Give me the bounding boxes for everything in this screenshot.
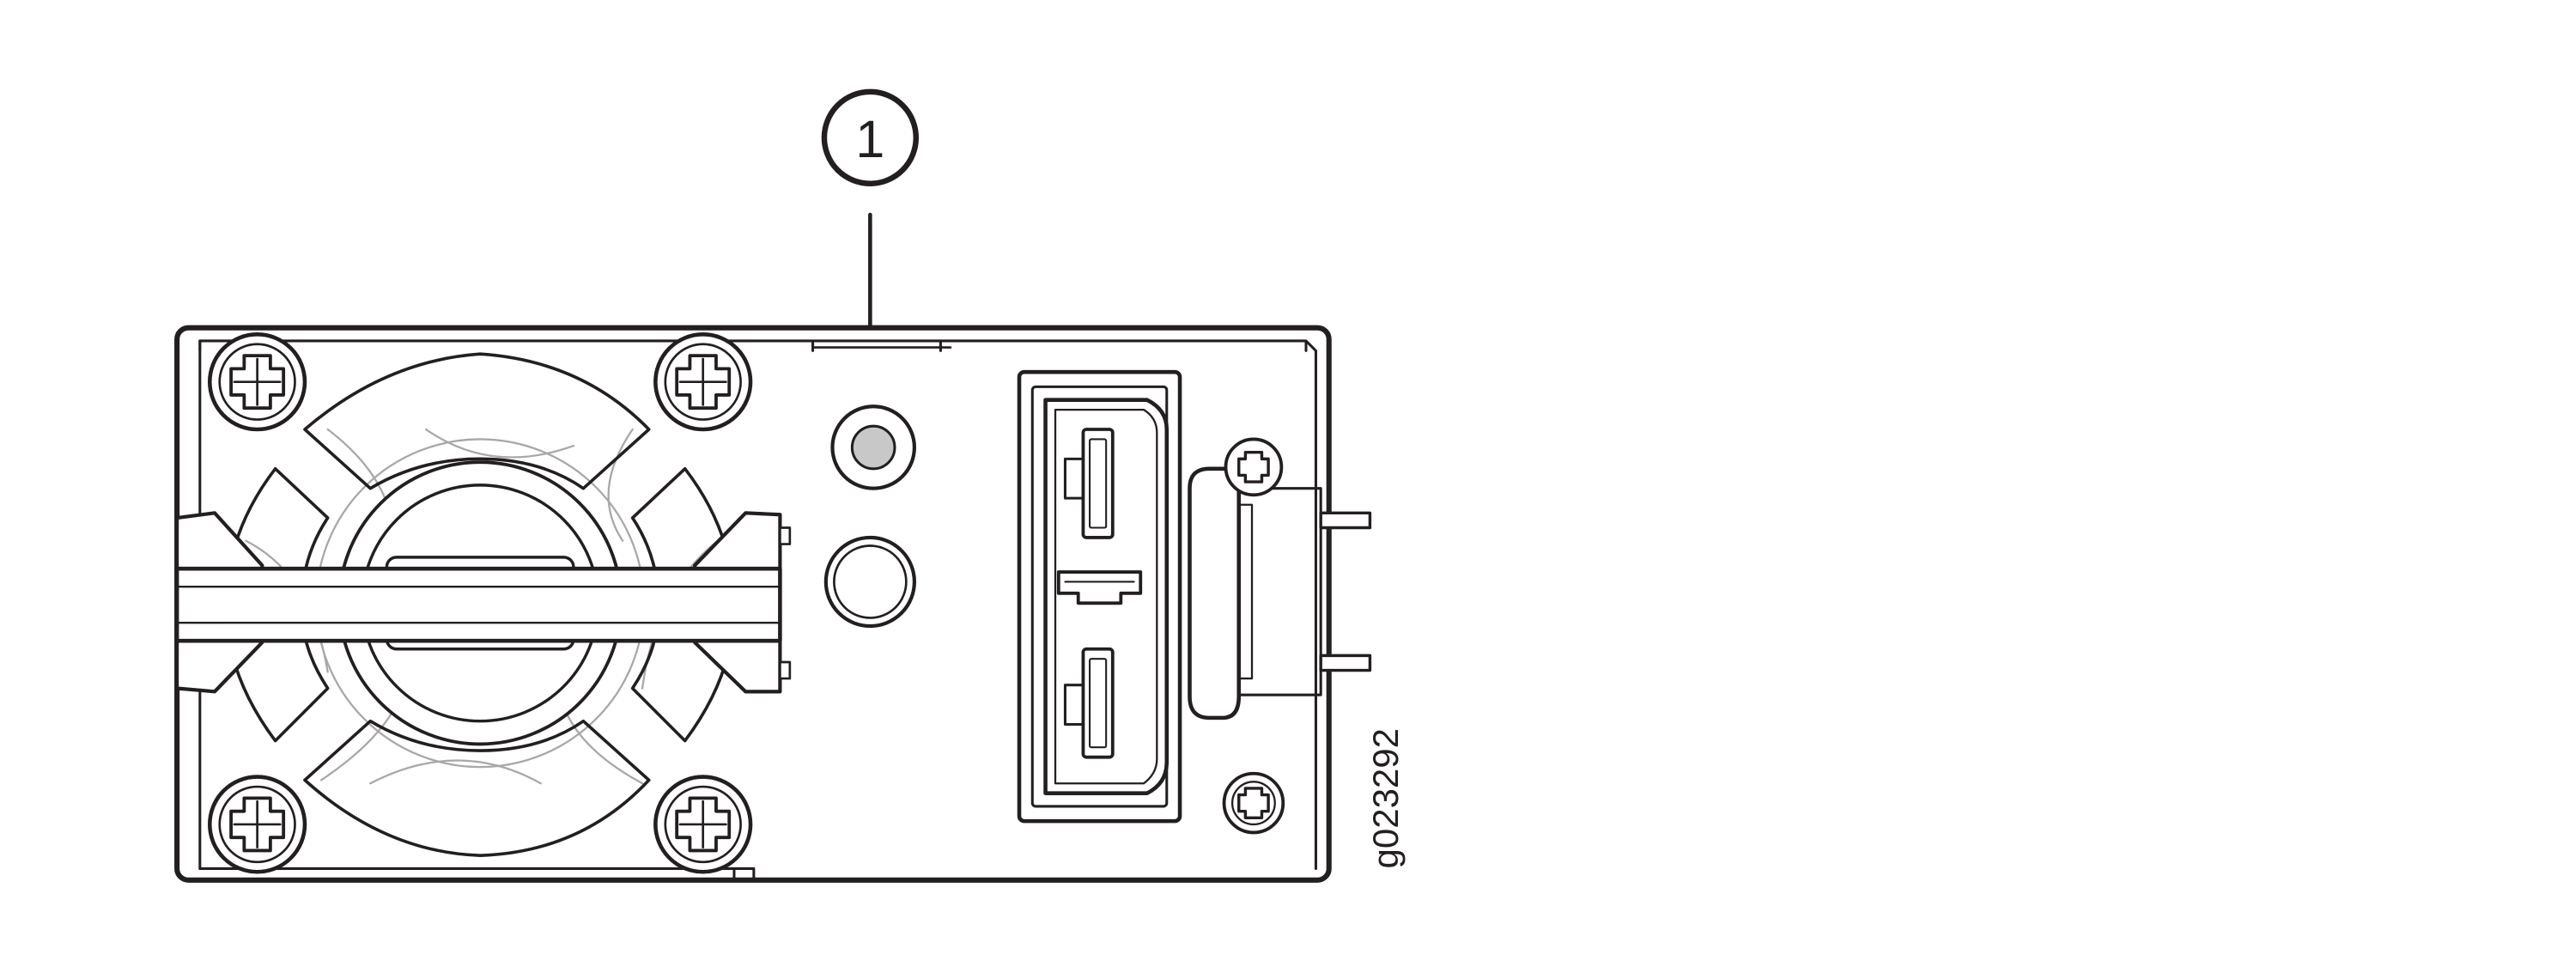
- release-latch[interactable]: [1188, 466, 1372, 721]
- handle-right-stop-bottom: [779, 660, 792, 680]
- latch-face: [1237, 487, 1322, 696]
- latch-pin-top: [1319, 511, 1372, 530]
- inlet-frame-outer: [1017, 369, 1182, 824]
- handle: [174, 511, 792, 694]
- callout-number: 1: [855, 110, 884, 168]
- screw-latch-bottom: [1222, 771, 1285, 835]
- screw-latch-top: [1224, 437, 1284, 497]
- screw-bottom-left: [207, 775, 307, 874]
- figure-id-label: g023292: [1365, 728, 1406, 868]
- callout-circle: [821, 88, 920, 186]
- latch-body[interactable]: [1188, 466, 1242, 721]
- inlet-socket-inner: [1054, 408, 1158, 785]
- fan-guard-outer: [303, 352, 651, 490]
- housing-inner-face: [198, 339, 1317, 870]
- latch-pin-bottom: [1319, 654, 1372, 672]
- screw-bottom-right: [653, 775, 753, 874]
- power-inlet: [1017, 369, 1182, 824]
- secondary-indicator: [823, 535, 916, 629]
- status-led: [830, 404, 916, 490]
- inlet-blade-bottom: [1081, 647, 1115, 759]
- bottom-tab: [732, 867, 756, 882]
- inlet-blade-top-inner: [1089, 438, 1108, 529]
- inlet-socket: [1043, 398, 1170, 795]
- inlet-ground-pin: [1056, 570, 1143, 605]
- status-led-lens: [850, 424, 896, 471]
- inlet-blade-bottom-inner: [1089, 658, 1108, 749]
- latch-face-inner: [1237, 503, 1254, 680]
- inlet-blade-bottom-tab: [1063, 684, 1084, 727]
- screw-top-right: [653, 332, 753, 432]
- handle-bar: [174, 566, 782, 643]
- handle-right-stop-top: [779, 526, 792, 545]
- fan-guard-outer-bottom: [303, 719, 651, 857]
- callout-1: 1: [821, 88, 920, 412]
- inlet-blade-top-tab: [1063, 457, 1084, 500]
- inlet-blade-top: [1081, 428, 1115, 539]
- screw-top-left: [207, 332, 307, 432]
